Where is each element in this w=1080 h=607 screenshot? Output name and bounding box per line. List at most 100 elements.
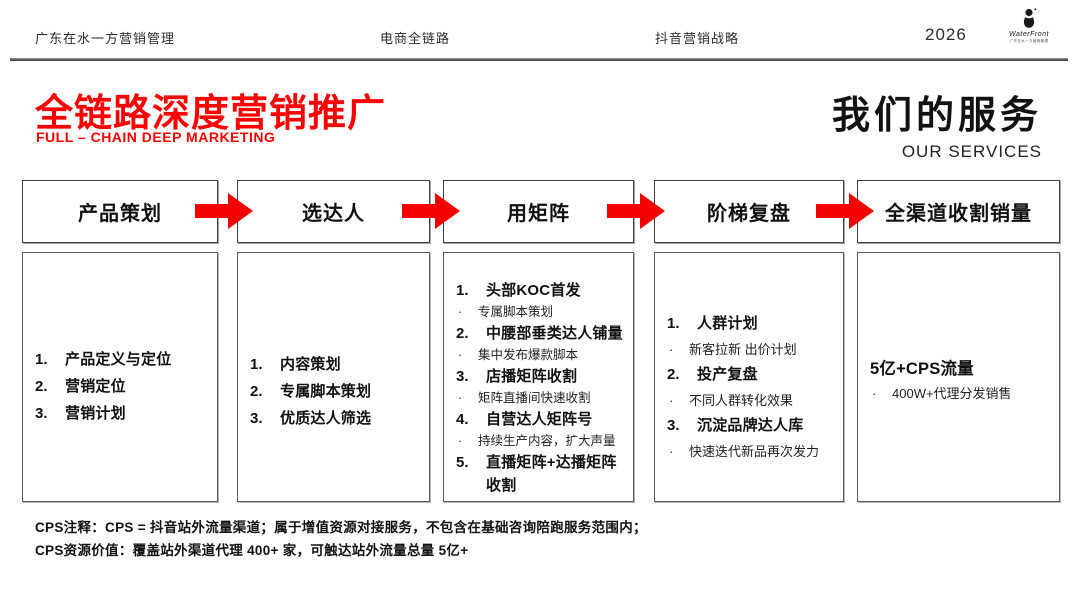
- content-box-step-review: 1. 人群计划 · 新客拉新 出价计划 2. 投产复盘 · 不同人群转化效果 3…: [654, 252, 844, 502]
- list-subitem-text: 新客拉新 出价计划: [689, 342, 797, 357]
- list-subitem-text: 不同人群转化效果: [689, 393, 794, 408]
- list-item: 3. 店播矩阵收割: [456, 365, 627, 388]
- bullet-icon: ·: [669, 342, 674, 357]
- list-item-text: 直播矩阵+达播矩阵收割: [486, 454, 617, 494]
- services-subtitle: OUR SERVICES: [901, 142, 1042, 161]
- bullet-icon: ·: [458, 391, 463, 405]
- logo-wordmark: WaterFront: [1009, 31, 1049, 38]
- list-item: 3. 沉淀品牌达人库: [667, 413, 837, 439]
- list-item-number: 4.: [456, 411, 469, 428]
- list-subitem: · 不同人群转化效果: [667, 388, 837, 413]
- list-item-text: 产品定义与定位: [65, 351, 172, 368]
- list-item-number: 1.: [456, 282, 469, 299]
- cps-heading: 5亿+CPS流量: [870, 360, 974, 378]
- list-item: 1. 头部KOC首发: [456, 279, 627, 302]
- list-item-text: 营销计划: [65, 405, 126, 422]
- content-box-cps-traffic: 5亿+CPS流量 · 400W+代理分发销售: [857, 252, 1060, 502]
- list-item: 1. 产品定义与定位: [35, 346, 211, 373]
- flow-arrow-icon: [195, 191, 253, 231]
- list-item-number: 1.: [250, 356, 263, 373]
- list-item-text: 专属脚本策划: [280, 383, 372, 400]
- stage-label: 全渠道收割销量: [885, 203, 1032, 225]
- list-item-text: 中腰部垂类达人铺量: [486, 325, 623, 342]
- footer-notes: CPS注释：CPS = 抖音站外流量渠道；属于增值资源对接服务，不包含在基础咨询…: [35, 516, 647, 562]
- content-box-product-planning: 1. 产品定义与定位 2. 营销定位 3. 营销计划: [22, 252, 218, 502]
- list-item-text: 头部KOC首发: [486, 282, 581, 299]
- bullet-icon: ·: [458, 348, 463, 362]
- list-item-number: 3.: [250, 410, 263, 427]
- bullet-icon: ·: [669, 444, 674, 459]
- list-item: 2. 中腰部垂类达人铺量: [456, 322, 627, 345]
- list-item: 4. 自营达人矩阵号: [456, 408, 627, 431]
- header-divider: [10, 58, 1068, 61]
- flow-arrow-icon: [402, 191, 460, 231]
- list-item-text: 营销定位: [65, 378, 126, 395]
- stage-label: 选达人: [302, 203, 365, 225]
- list-item: 2. 投产复盘: [667, 362, 837, 388]
- list-subitem: · 集中发布爆款脚本: [456, 345, 627, 365]
- list-item: 2. 营销定位: [35, 373, 211, 400]
- topnav-company: 广东在水一方营销管理: [35, 31, 176, 46]
- cps-value-line: CPS资源价值：覆盖站外渠道代理 400+ 家，可触达站外流量总量 5亿+: [35, 543, 469, 558]
- list-item-text: 自营达人矩阵号: [486, 411, 593, 428]
- list-item-number: 3.: [667, 417, 680, 434]
- page-title: 全链路深度营销推广: [35, 93, 387, 135]
- list-item-text: 内容策划: [280, 356, 341, 373]
- list-item: 5. 直播矩阵+达播矩阵收割: [456, 451, 627, 497]
- content-box-use-matrix: 1. 头部KOC首发 · 专属脚本策划 2. 中腰部垂类达人铺量 · 集中发布爆…: [443, 252, 634, 502]
- logo-person-icon: [1000, 8, 1058, 30]
- list-item: 2. 专属脚本策划: [250, 378, 423, 405]
- year-label: 2026: [925, 25, 967, 44]
- list-subitem: · 快速迭代新品再次发力: [667, 439, 837, 464]
- list-item-number: 5.: [456, 454, 469, 471]
- list-item-number: 1.: [35, 351, 48, 368]
- list-subitem-text: 矩阵直播间快速收割: [478, 391, 591, 405]
- bullet-icon: ·: [872, 386, 877, 401]
- page-subtitle: FULL – CHAIN DEEP MARKETING: [36, 129, 276, 145]
- stage-box-use-matrix: 用矩阵: [443, 180, 634, 243]
- company-logo: WaterFront 广东在水一方营销管理: [1000, 8, 1058, 44]
- list-item: 3. 优质达人筛选: [250, 405, 423, 432]
- stage-label: 用矩阵: [507, 203, 570, 225]
- bullet-icon: ·: [458, 434, 463, 448]
- bullet-icon: ·: [458, 305, 463, 319]
- services-title: 我们的服务: [831, 95, 1042, 137]
- stage-label: 阶梯复盘: [707, 203, 791, 225]
- list-item-number: 2.: [456, 325, 469, 342]
- list-item-text: 优质达人筛选: [280, 410, 372, 427]
- list-item-text: 店播矩阵收割: [486, 368, 578, 385]
- list-item-number: 1.: [667, 315, 680, 332]
- list-item-number: 2.: [667, 366, 680, 383]
- stage-box-product-planning: 产品策划: [22, 180, 218, 243]
- list-subitem-text: 集中发布爆款脚本: [478, 348, 579, 362]
- list-item: 3. 营销计划: [35, 400, 211, 427]
- list-subitem: · 矩阵直播间快速收割: [456, 388, 627, 408]
- cps-note-line: CPS注释：CPS = 抖音站外流量渠道；属于增值资源对接服务，不包含在基础咨询…: [35, 520, 647, 535]
- flow-arrow-icon: [816, 191, 874, 231]
- list-item-text: 投产复盘: [697, 366, 758, 383]
- list-subitem: · 专属脚本策划: [456, 302, 627, 322]
- list-subitem: · 持续生产内容，扩大声量: [456, 431, 627, 451]
- topnav-douyin-strategy: 抖音营销战略: [655, 31, 740, 46]
- list-subitem: · 新客拉新 出价计划: [667, 337, 837, 362]
- list-subitem-text: 持续生产内容，扩大声量: [478, 434, 616, 448]
- list-item: 1. 人群计划: [667, 311, 837, 337]
- services-title-block: 我们的服务 OUR SERVICES: [832, 84, 1042, 162]
- list-subitem: · 400W+代理分发销售: [870, 381, 1053, 406]
- list-item: 1. 内容策划: [250, 351, 423, 378]
- topnav-ecommerce-chain: 电商全链路: [380, 31, 451, 46]
- list-item-number: 3.: [35, 405, 48, 422]
- stage-box-select-influencers: 选达人: [237, 180, 430, 243]
- logo-subtext: 广东在水一方营销管理: [1009, 38, 1049, 43]
- list-item-text: 沉淀品牌达人库: [697, 417, 804, 434]
- flow-arrow-icon: [607, 191, 665, 231]
- list-subitem-text: 快速迭代新品再次发力: [689, 444, 820, 459]
- list-item-number: 3.: [456, 368, 469, 385]
- list-item-number: 2.: [35, 378, 48, 395]
- stage-box-omnichannel-sales: 全渠道收割销量: [857, 180, 1060, 243]
- list-item-number: 2.: [250, 383, 263, 400]
- list-subitem-text: 专属脚本策划: [478, 305, 554, 319]
- list-item-text: 人群计划: [697, 315, 758, 332]
- content-box-select-influencers: 1. 内容策划 2. 专属脚本策划 3. 优质达人筛选: [237, 252, 430, 502]
